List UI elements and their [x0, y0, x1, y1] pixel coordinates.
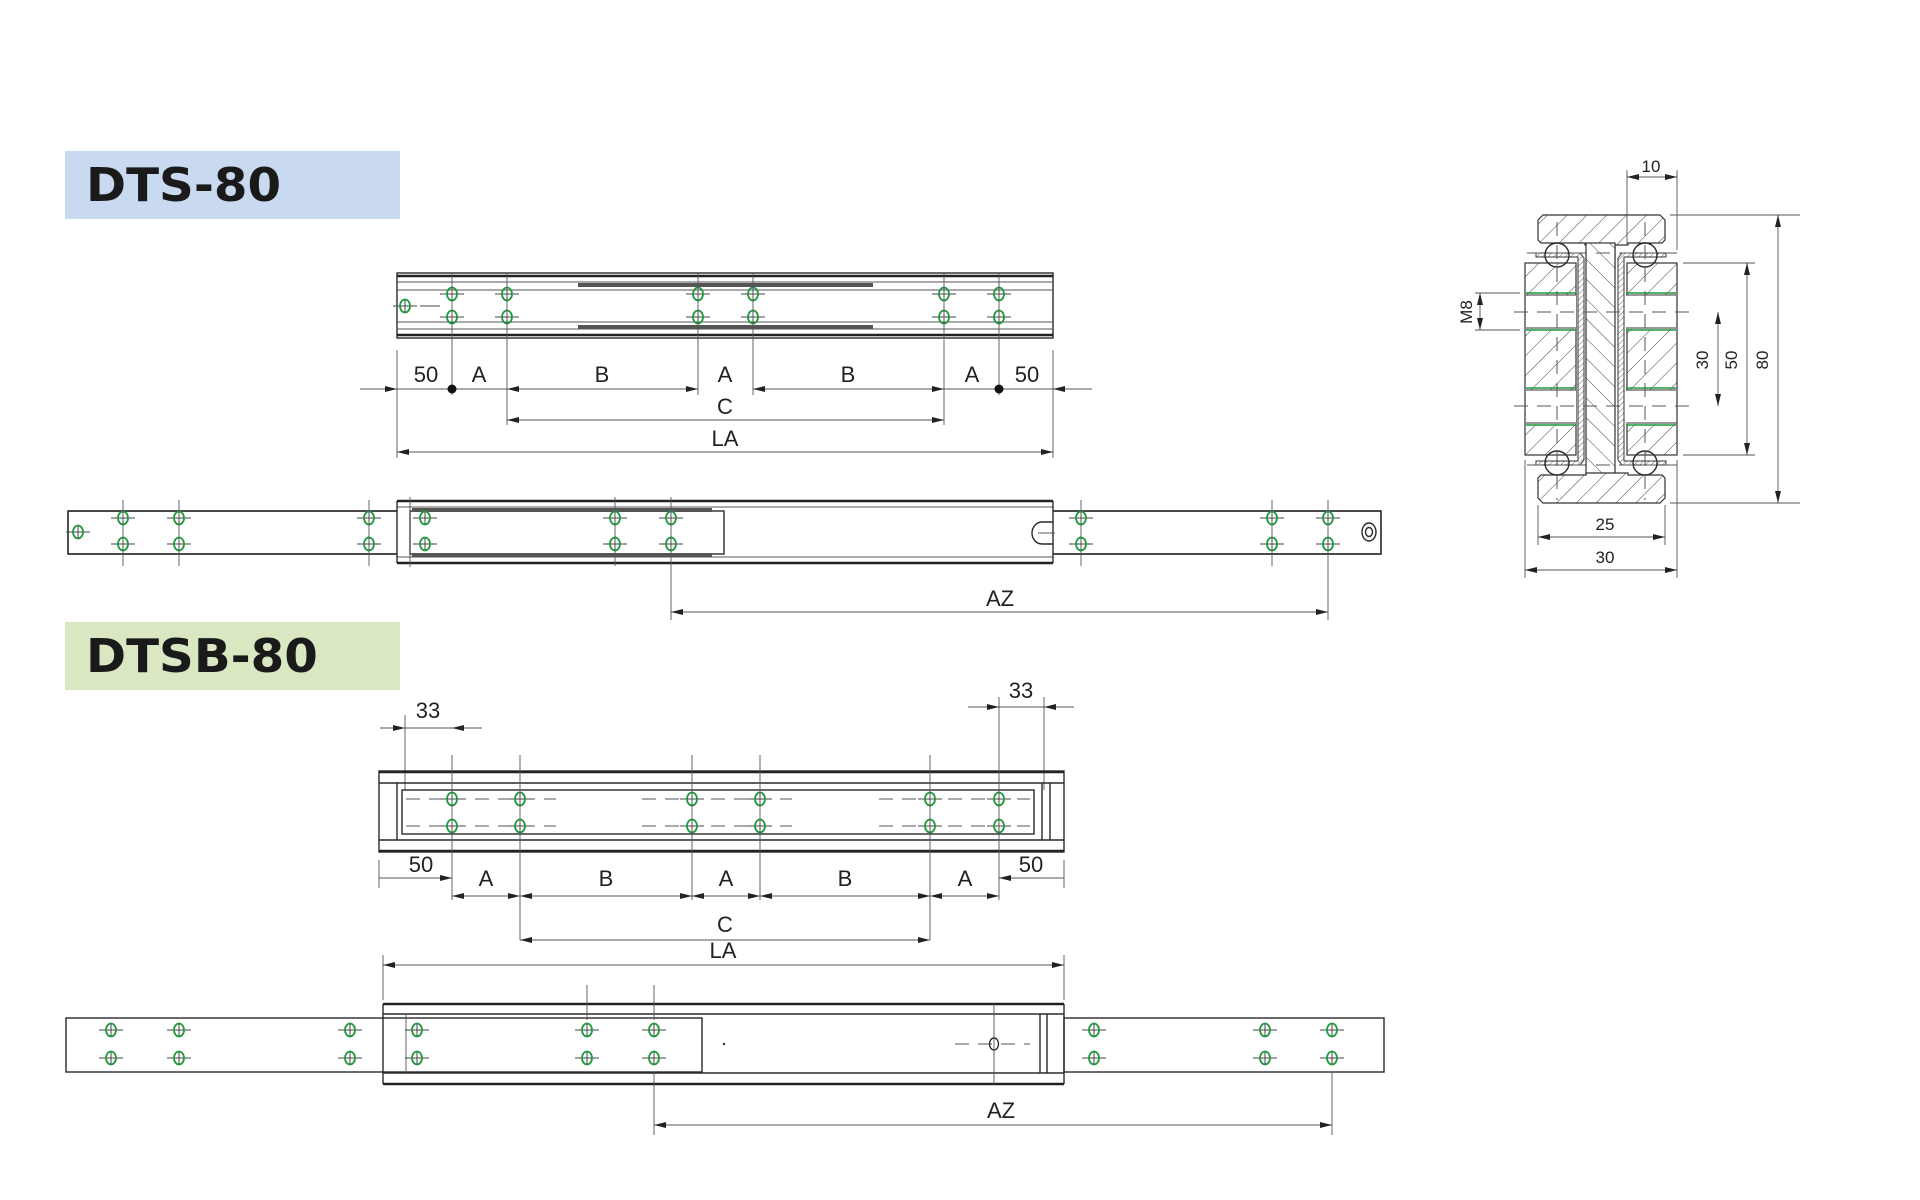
dtsb-dim-b1: B [599, 866, 614, 891]
dts-dim-50-left: 50 [414, 362, 438, 387]
cross-section-dimensions: 10 80 50 30 M8 25 30 [1457, 157, 1800, 578]
dtsb-dimension-row: 50 A B A B A 50 C [379, 852, 1064, 943]
dts-dim-a3: A [965, 362, 980, 387]
dim-inner-width: 25 [1596, 515, 1615, 534]
dim-rail-height: 50 [1722, 351, 1741, 370]
dts-dim-c: C [717, 394, 733, 419]
dim-total-height: 80 [1753, 351, 1772, 370]
dts-closed-rail: 50 A B A B A 50 C LA [360, 272, 1092, 458]
dtsb-dim-b2: B [838, 866, 853, 891]
dts-dimension-row: 50 A B A B A 50 C LA [360, 362, 1092, 455]
dtsb-extended-rail: LA A [65, 938, 1385, 1135]
dtsb-dim-az: AZ [987, 1098, 1015, 1123]
dts-dim-a1: A [472, 362, 487, 387]
dim-top-width: 10 [1642, 157, 1661, 176]
dtsb-closed-rail: 33 33 [378, 678, 1074, 943]
dtsb-hole-pattern [439, 791, 1012, 834]
dts-extended-rail: AZ [65, 497, 1382, 620]
dts-dim-az: AZ [986, 586, 1014, 611]
dts-dim-50-right: 50 [1015, 362, 1039, 387]
dim-thread-m8: M8 [1457, 300, 1476, 324]
cross-section-view: 10 80 50 30 M8 25 30 [1457, 157, 1800, 578]
dtsb-dim-50-right: 50 [1019, 852, 1043, 877]
dts-dim-la: LA [712, 426, 739, 451]
dtsb-dim-la: LA [710, 938, 737, 963]
dim-hole-spacing: 30 [1693, 351, 1712, 370]
dts-dim-b2: B [841, 362, 856, 387]
dtsb-dim-50-left: 50 [409, 852, 433, 877]
dtsb-80-title-box: DTSB-80 [65, 622, 400, 690]
dtsb-extended-hole-pattern [98, 1022, 1345, 1066]
dim-total-width: 30 [1596, 548, 1615, 567]
dts-dim-b1: B [595, 362, 610, 387]
dts-hole-pattern [392, 286, 1012, 325]
dts-80-title: DTS-80 [86, 158, 282, 212]
dtsb-dim-a2: A [719, 866, 734, 891]
dtsb-dim-a1: A [479, 866, 494, 891]
dtsb-80-title: DTSB-80 [86, 629, 318, 683]
dtsb-dim-a3: A [958, 866, 973, 891]
dtsb-dim-33-left: 33 [416, 698, 440, 723]
dts-dim-a2: A [718, 362, 733, 387]
dtsb-dim-33-right: 33 [1009, 678, 1033, 703]
dts-80-title-box: DTS-80 [65, 151, 400, 219]
dtsb-dim-c: C [717, 912, 733, 937]
